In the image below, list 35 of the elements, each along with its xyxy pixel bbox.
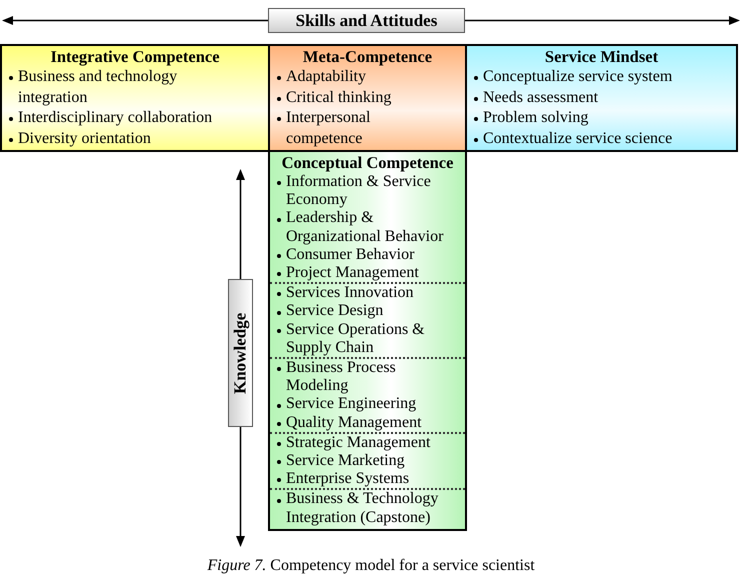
heading: Meta-Competence (302, 47, 434, 67)
list-item: Quality Management (286, 414, 423, 432)
list-item: Conceptualize service system (483, 67, 674, 87)
heading: Service Mindset (544, 47, 660, 67)
list-item: Interpersonal competence (286, 108, 372, 148)
list-item: Service Design (286, 302, 384, 321)
list-item: Information & Service Economy (286, 173, 432, 210)
competence-panel (0, 44, 270, 152)
competence-panel (268, 150, 467, 531)
list-item: Business & Technology Integration (Capstone) (286, 490, 440, 527)
axis-label: Skills and Attitudes (268, 8, 465, 33)
list-item: Leadership & Organizational Behavior (286, 209, 444, 246)
list-item: Critical thinking (286, 88, 392, 108)
list-item: Adaptability (286, 67, 367, 87)
list-item: Consumer Behavior (286, 246, 416, 264)
list-item: Interdisciplinary collaboration (18, 108, 214, 128)
list-item: Project Management (286, 264, 420, 282)
list-item: Services Innovation (286, 284, 415, 302)
list-item: Needs assessment (483, 88, 600, 108)
list-item: Enterprise Systems (286, 470, 410, 488)
list-item: Contextualize service science (483, 128, 674, 148)
list-item: Service Marketing (286, 452, 406, 470)
axis-label: Knowledge (228, 279, 253, 427)
list-item: Service Operations & Supply Chain (286, 320, 426, 358)
list-item: Business and technology integration (18, 67, 178, 108)
list-item: Diversity orientation (18, 128, 152, 148)
heading: Integrative Competence (49, 47, 221, 67)
competence-panel (465, 44, 738, 152)
list-item: Business Process Modeling (286, 359, 397, 396)
list-item: Strategic Management (286, 434, 432, 452)
heading: Conceptual Competence (280, 153, 454, 173)
figure-caption: Figure 7. Competency model for a service scientist (207, 556, 535, 576)
list-item: Service Engineering (286, 395, 418, 414)
competence-panel (268, 44, 467, 152)
list-item: Problem solving (483, 108, 590, 128)
